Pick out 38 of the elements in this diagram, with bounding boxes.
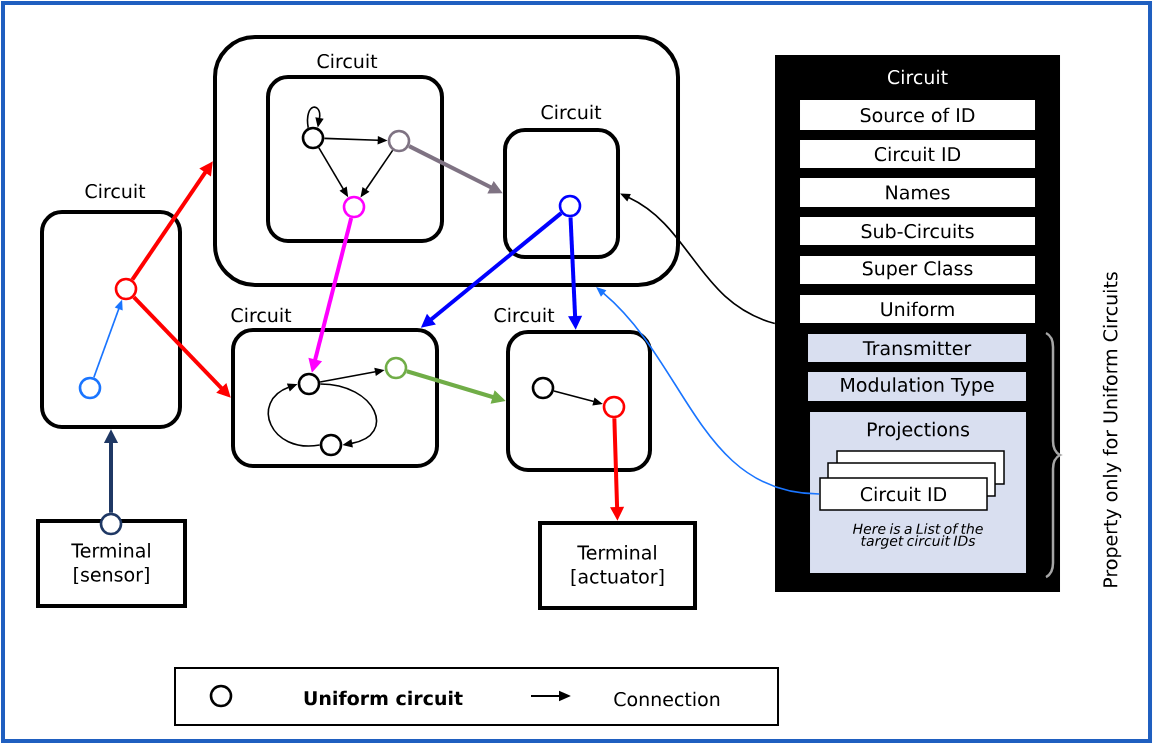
property-field: Uniform: [800, 295, 1035, 323]
projections-heading: Projections: [867, 421, 970, 441]
uniform-circuit-circle: [384, 356, 408, 380]
property-field: Source of ID: [800, 100, 1035, 130]
uniform-circuit-circle: [301, 126, 325, 150]
connector-arrow: [319, 383, 378, 448]
circuit-label: Circuit: [494, 307, 555, 323]
uniform-circuit-circle: [602, 395, 626, 419]
property-field: Names: [800, 178, 1035, 207]
legend-label: Uniform circuit: [304, 690, 463, 706]
circuit-label: Circuit: [85, 183, 146, 199]
legend-label: Connection: [614, 691, 720, 707]
property-field: Sub-Circuits: [800, 217, 1035, 245]
uniform-circuit-circle: [531, 376, 555, 400]
connector-arrow: [267, 383, 321, 447]
uniform-circuit-circle: [342, 195, 366, 219]
uniform-circuit-circle: [558, 194, 582, 218]
id-card: Circuit ID: [819, 477, 988, 511]
circuit-label: Circuit: [231, 307, 292, 323]
connector-arrow: [596, 287, 821, 495]
uniform-circuit-circle: [319, 433, 343, 457]
uniform-circuit-circle: [114, 277, 138, 301]
property-field: Transmitter: [808, 334, 1026, 362]
panel-heading: Circuit: [888, 69, 948, 85]
note-text: Here is a List of the target circuit IDs: [852, 523, 983, 549]
uniform-circuit-circle: [78, 376, 102, 400]
uniform-circuit-circle: [297, 372, 321, 396]
circuit-label: Circuit: [317, 53, 378, 69]
uniform-circuit-circle: [99, 512, 123, 536]
self-loop-arrow: [306, 106, 324, 129]
terminal-box: Terminal [actuator]: [538, 521, 697, 610]
property-field: Modulation Type: [808, 372, 1026, 401]
uniform-circuit-circle: [387, 129, 411, 153]
property-field: Super Class: [800, 256, 1035, 284]
property-field: Circuit ID: [800, 140, 1035, 168]
circuit-label: Circuit: [541, 104, 602, 120]
side-label: Property only for Uniform Circuits: [1102, 272, 1122, 587]
terminal-box: Terminal [sensor]: [36, 519, 187, 608]
